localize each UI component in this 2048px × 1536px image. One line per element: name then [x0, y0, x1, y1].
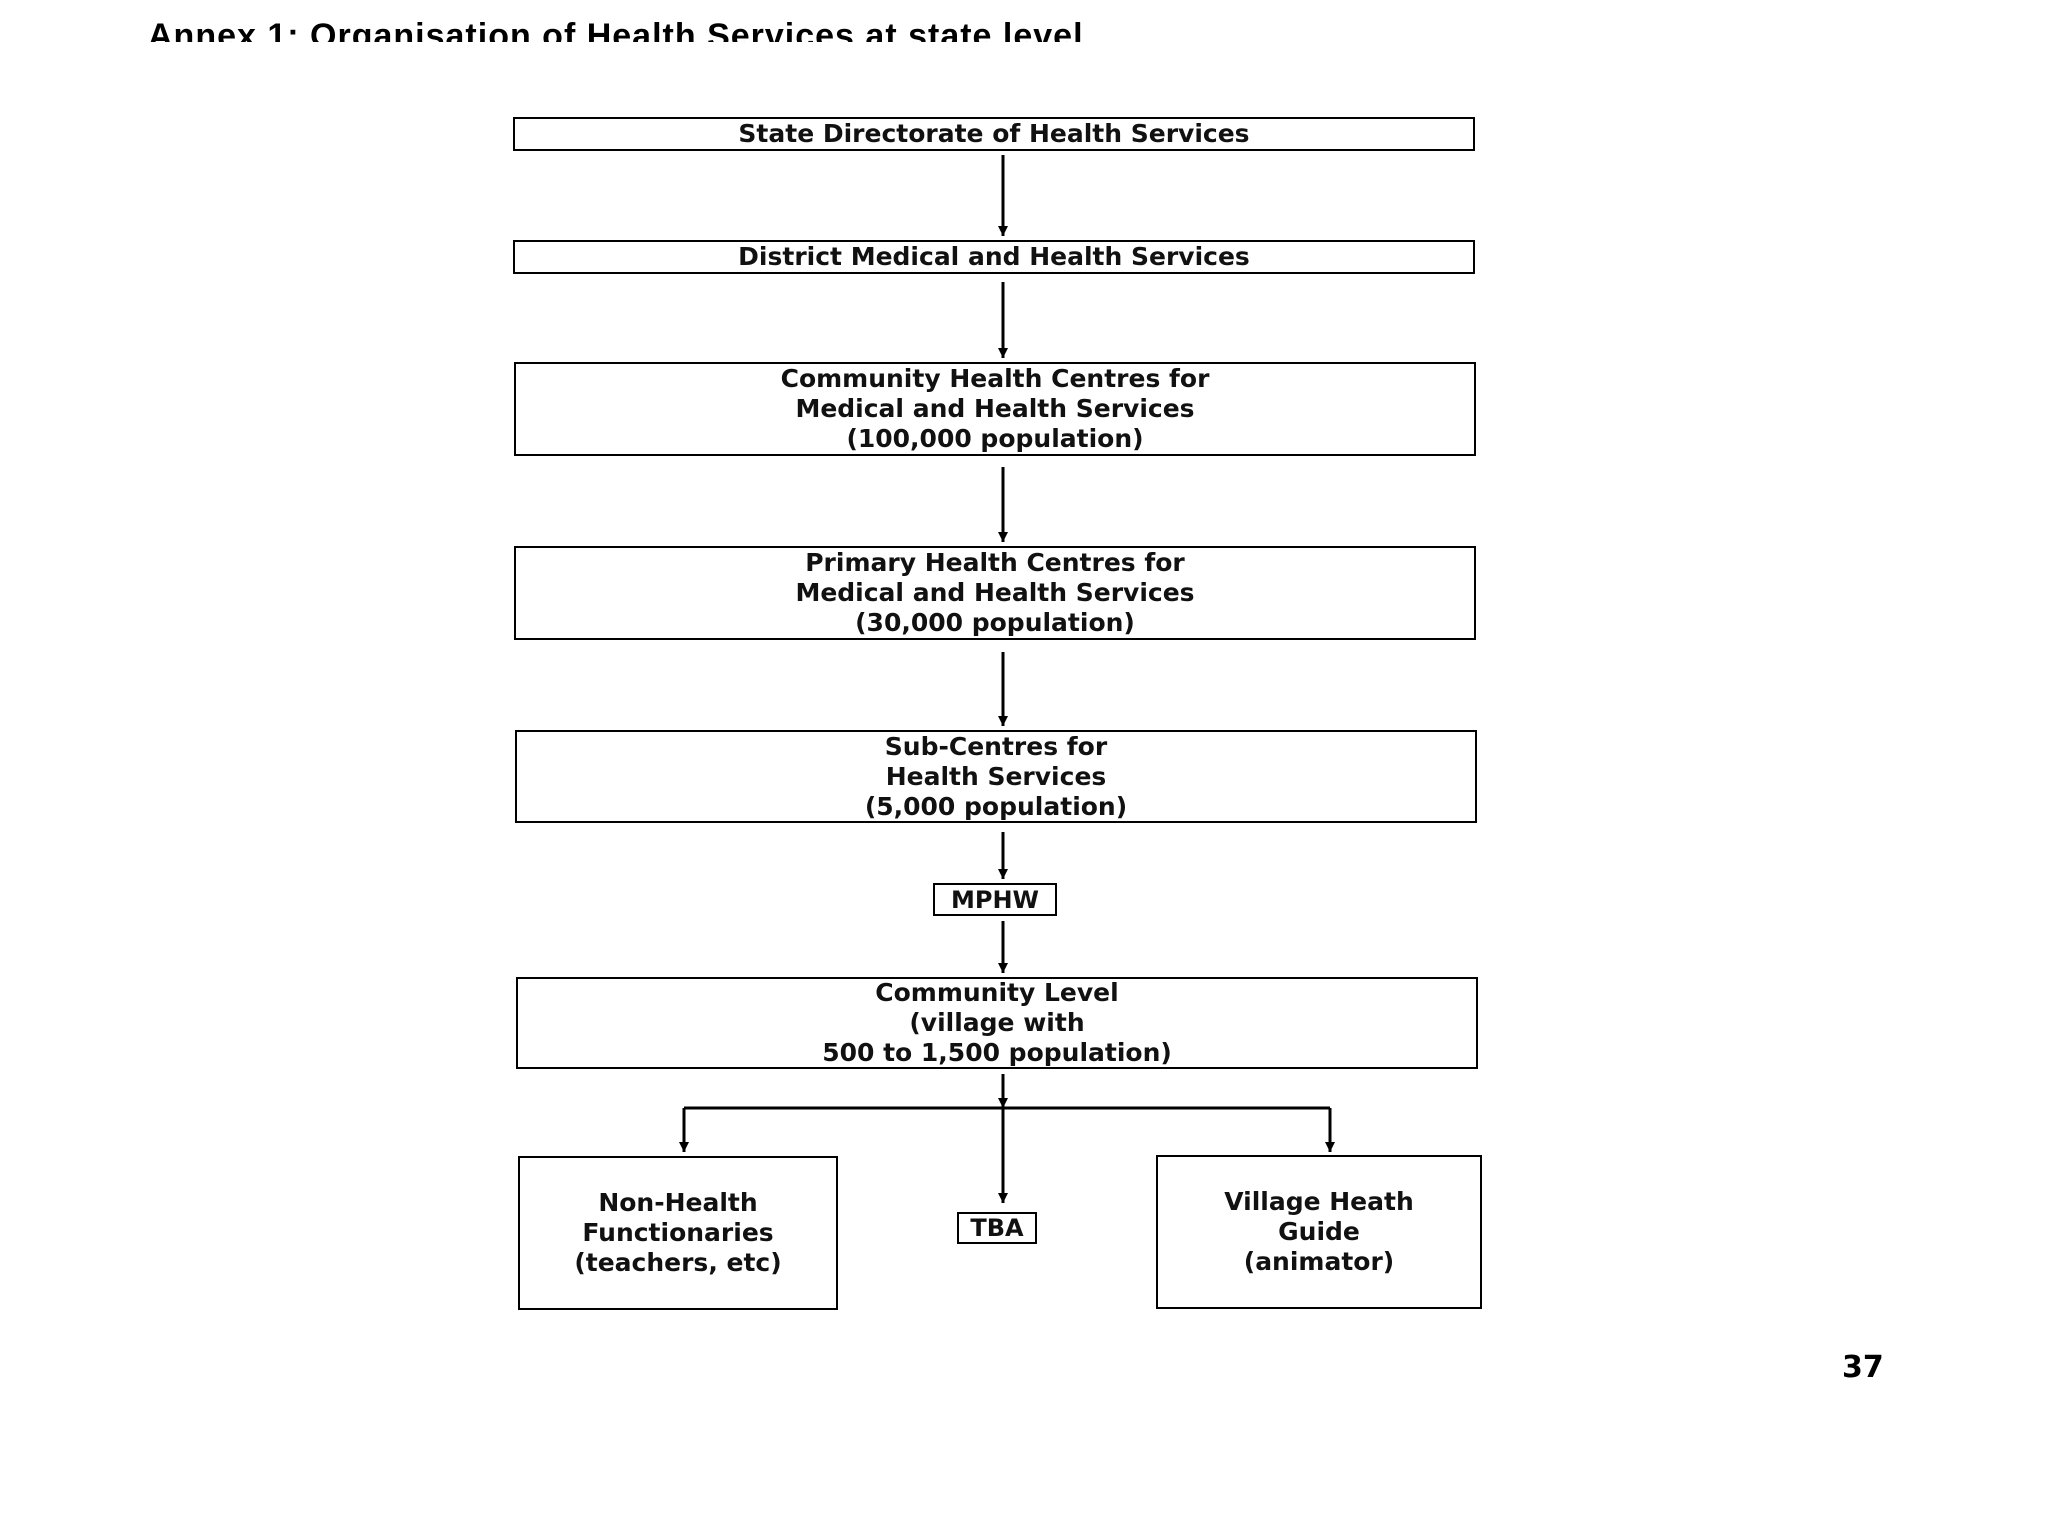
- node-text-line: State Directorate of Health Services: [738, 119, 1250, 148]
- node-text-line: MPHW: [950, 885, 1040, 914]
- node-text-line: Guide: [1278, 1217, 1360, 1246]
- node-text-line: (animator): [1243, 1247, 1395, 1276]
- node-text-line: 500 to 1,500 population): [822, 1038, 1172, 1067]
- node-text-line: Community Health Centres for: [780, 364, 1210, 393]
- node-text-line: Medical and Health Services: [795, 394, 1195, 423]
- node-text-line: (teachers, etc): [574, 1248, 782, 1277]
- node-tba: TBA: [957, 1212, 1037, 1244]
- node-text-line: (100,000 population): [846, 424, 1144, 453]
- node-text-line: TBA: [970, 1214, 1024, 1242]
- node-text-line: (30,000 population): [855, 608, 1135, 637]
- node-text-line: Functionaries: [582, 1218, 774, 1247]
- node-text-line: District Medical and Health Services: [738, 242, 1250, 271]
- page-title: Annex 1: Organisation of Health Services…: [148, 17, 1084, 42]
- page-number: 37: [1842, 1350, 1884, 1385]
- node-text-line: Medical and Health Services: [795, 578, 1195, 607]
- node-text-line: (5,000 population): [864, 791, 1128, 821]
- node-text-line: Community Level: [875, 978, 1119, 1007]
- node-text-line: (village with: [909, 1008, 1085, 1037]
- node-text-line: Health Services: [885, 761, 1107, 791]
- node-text-line: Village Heath: [1224, 1187, 1414, 1216]
- node-text-line: Sub-Centres for: [884, 731, 1108, 761]
- node-text-line: Primary Health Centres for: [805, 548, 1185, 577]
- node-state-directorate: State Directorate of Health Services: [513, 117, 1475, 151]
- node-mphw: MPHW: [933, 883, 1057, 916]
- node-district-medical: District Medical and Health Services: [513, 240, 1475, 274]
- node-text-line: Non-Health: [598, 1188, 758, 1217]
